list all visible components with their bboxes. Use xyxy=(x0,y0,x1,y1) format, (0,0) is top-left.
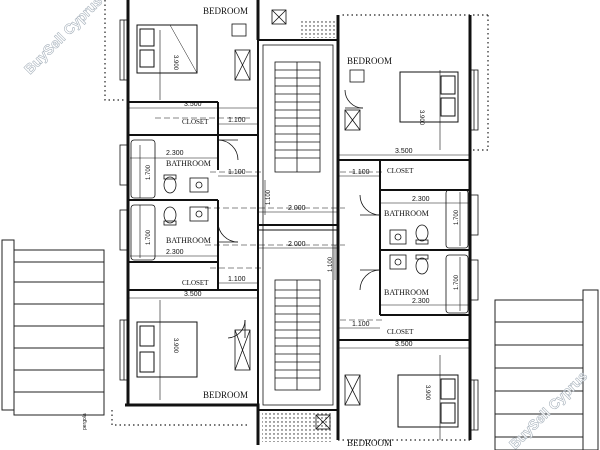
dim-3900-bl: 3.900 xyxy=(172,338,178,354)
door-swings xyxy=(217,89,381,339)
dim-1100-core-1: 1.100 xyxy=(228,169,246,176)
dim-1700-r1: 1.700 xyxy=(454,209,460,225)
right-pergola xyxy=(494,289,599,450)
label-bathroom-r1: BATHROOM xyxy=(384,209,429,218)
label-closet-r1: CLOSET xyxy=(387,167,414,175)
label-closet-l2: CLOSET xyxy=(182,279,209,287)
label-bedroom-bottom-left: BEDROOM xyxy=(203,390,248,400)
label-bathroom-l2: BATHROOM xyxy=(166,236,211,245)
right-interior-walls xyxy=(338,159,470,341)
left-interior-walls xyxy=(128,101,258,291)
balcony-outlines xyxy=(104,0,489,441)
dim-3500-bl: 3.500 xyxy=(184,291,202,298)
dim-3500-br: 3.500 xyxy=(395,341,413,348)
vents xyxy=(271,9,331,430)
label-bedroom-top-left: BEDROOM xyxy=(203,6,248,16)
dim-2000-lower: 2.000 xyxy=(288,241,306,248)
dim-2300-r1: 2.300 xyxy=(412,196,430,203)
dim-3500-tr: 3.500 xyxy=(395,148,413,155)
bed-top-right xyxy=(399,71,459,123)
pergola-note: pergola xyxy=(82,413,88,430)
dashed-guides xyxy=(155,117,385,321)
dim-1700-l1: 1.700 xyxy=(146,164,152,180)
label-closet-l1: CLOSET xyxy=(182,118,209,126)
bed-bottom-right xyxy=(397,374,459,428)
dim-3900-br: 3.900 xyxy=(424,385,430,401)
watermark-top-left: BuySell Cyprus xyxy=(21,0,106,77)
dim-1100-r1: 1.100 xyxy=(352,169,370,176)
dim-1100-core-v1: 1.100 xyxy=(266,189,272,205)
dim-1100-core-v2: 1.100 xyxy=(328,256,334,272)
label-bedroom-bottom-right: BEDROOM xyxy=(347,438,392,448)
dim-2300-l2: 2.300 xyxy=(166,249,184,256)
dim-3900-tr: 3.900 xyxy=(418,110,424,126)
dim-2300-r2: 2.300 xyxy=(412,298,430,305)
dim-1100-l1: 1.100 xyxy=(228,117,246,124)
dim-1700-r2: 1.700 xyxy=(454,274,460,290)
wardrobes xyxy=(231,23,365,406)
dim-1100-l2: 1.100 xyxy=(228,276,246,283)
windows xyxy=(119,19,479,431)
left-pergola xyxy=(1,239,105,416)
terrace-hatch xyxy=(300,20,336,38)
dim-2300-l1: 2.300 xyxy=(166,150,184,157)
label-bathroom-r2: BATHROOM xyxy=(384,288,429,297)
dim-3500-tl: 3.500 xyxy=(184,101,202,108)
dim-1700-l2: 1.700 xyxy=(146,229,152,245)
dim-1100-r2: 1.100 xyxy=(352,321,370,328)
bath-fixtures xyxy=(130,139,469,314)
stairwell xyxy=(257,39,339,411)
bed-bottom-left xyxy=(136,321,198,378)
label-bathroom-l1: BATHROOM xyxy=(166,159,211,168)
bed-top-left xyxy=(136,24,198,74)
dimension-lines xyxy=(128,30,470,440)
label-bedroom-top-right: BEDROOM xyxy=(347,56,392,66)
dim-2000-upper: 2.000 xyxy=(288,205,306,212)
label-closet-r2: CLOSET xyxy=(387,328,414,336)
dim-3900-tl: 3.900 xyxy=(172,55,178,71)
watermark-bottom-right: BuySell Cyprus xyxy=(506,367,591,450)
terrace-hatch-bottom xyxy=(262,412,332,442)
